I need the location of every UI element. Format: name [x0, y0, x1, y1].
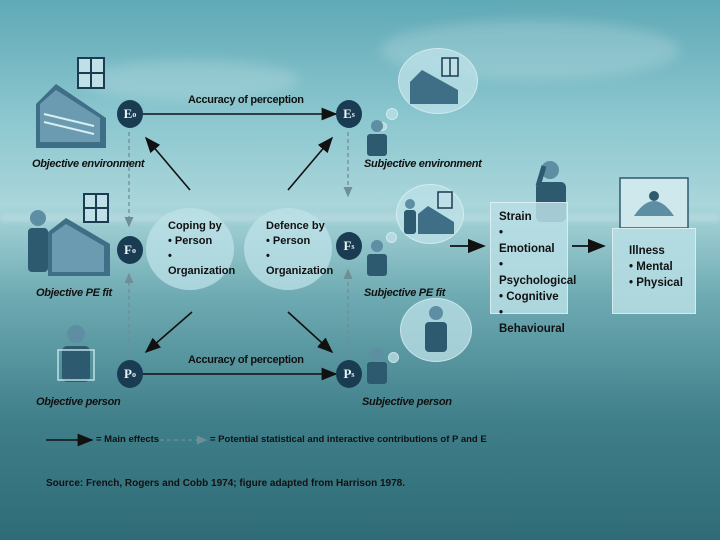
illness-item: • Mental [629, 261, 673, 273]
person-icon [56, 322, 96, 389]
source-note: Source: French, Rogers and Cobb 1974; fi… [46, 478, 405, 489]
strain-title: Strain [499, 211, 532, 223]
coping-item: • Person [168, 235, 213, 247]
person-desk-icon [402, 190, 458, 241]
coping-item: • Organization [168, 250, 236, 277]
illness-item: • Physical [629, 277, 683, 289]
thought-dot [388, 352, 399, 363]
person-icon [422, 304, 450, 359]
label-objective-pe-fit: Objective PE fit [36, 287, 112, 299]
arrow-coping-eo [144, 136, 191, 191]
defence-item: • Organization [266, 250, 334, 277]
arrow-defence-ps [287, 311, 334, 354]
coping-box: Coping by • Person • Organization [146, 208, 236, 290]
hospital-icon [618, 176, 690, 233]
building-icon [408, 56, 468, 111]
strain-item: • Behavioural [499, 307, 565, 335]
person-icon [364, 238, 390, 283]
building-icon [34, 56, 114, 157]
defence-title: Defence by [266, 220, 325, 232]
arrow-coping-po [144, 311, 193, 354]
strain-item: • Psychological [499, 259, 577, 287]
label-accuracy-bottom: Accuracy of perception [188, 354, 304, 366]
thought-dot [386, 108, 398, 120]
horizon [0, 215, 720, 221]
person-icon [364, 346, 390, 391]
legend-main-effects: = Main effects [96, 434, 160, 445]
thought-dot [386, 232, 397, 243]
coping-title: Coping by [168, 220, 222, 232]
arrow-defence-es [287, 136, 334, 191]
illness-panel: Illness • Mental • Physical [612, 228, 696, 314]
label-subjective-pe-fit: Subjective PE fit [364, 287, 446, 299]
illness-title: Illness [629, 245, 665, 257]
defence-box: Defence by • Person • Organization [244, 208, 334, 290]
person-icon [364, 118, 390, 163]
strain-item: • Emotional [499, 227, 555, 255]
label-objective-person: Objective person [36, 396, 121, 408]
person-desk-icon [22, 192, 112, 283]
label-subjective-person: Subjective person [362, 396, 452, 408]
label-objective-environment: Objective environment [32, 158, 145, 170]
label-subjective-environment: Subjective environment [364, 158, 482, 170]
strain-panel: Strain • Emotional • Psychological • Cog… [490, 202, 577, 335]
label-accuracy-top: Accuracy of perception [188, 94, 304, 106]
defence-item: • Person [266, 235, 311, 247]
strain-item: • Cognitive [499, 291, 559, 303]
legend-potential: = Potential statistical and interactive … [210, 434, 487, 445]
sky-cloud [80, 60, 300, 100]
